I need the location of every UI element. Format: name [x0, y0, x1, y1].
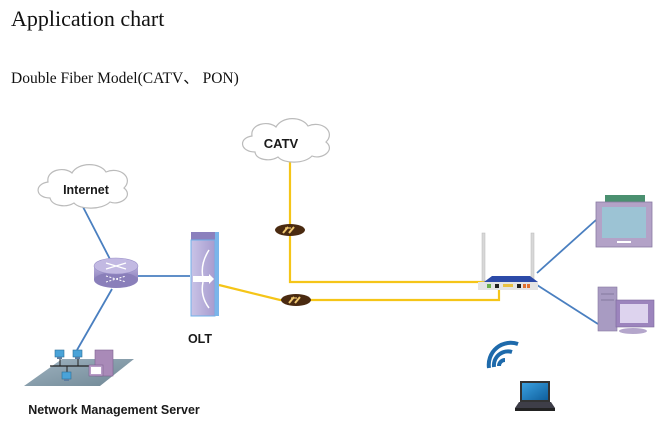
router-icon: [93, 257, 139, 288]
edge-catv-onu-fiber: [288, 160, 486, 284]
internet-cloud: Internet: [37, 164, 129, 209]
olt-label: OLT: [188, 332, 212, 346]
lan-pc-icon: [72, 349, 83, 359]
router[interactable]: [93, 257, 139, 288]
lan-pc-icon: [54, 349, 65, 359]
cloud-icon: [242, 118, 331, 163]
internet-label: Internet: [63, 183, 110, 197]
network-management-server[interactable]: Network Management Server: [24, 349, 200, 417]
tv-icon: [595, 195, 653, 248]
laptop-icon: [515, 381, 555, 411]
fiber-connector-icon: [281, 294, 311, 306]
lan-pc-icon: [61, 371, 72, 381]
server-tower-icon: [88, 349, 114, 377]
onu-router[interactable]: [478, 232, 538, 290]
edge-onu-tv: [536, 219, 597, 274]
network-lan-icon: [24, 349, 134, 386]
page-title: Application chart: [11, 6, 165, 31]
olt-device[interactable]: OLT: [188, 232, 219, 346]
tv[interactable]: [595, 195, 653, 248]
edge-olt-onu-fiber: [218, 283, 501, 302]
catv-cloud: CATV: [242, 118, 331, 163]
edge-router-nms: [76, 288, 113, 351]
desktop-pc[interactable]: [597, 286, 655, 334]
cloud-icon: [37, 164, 129, 209]
page-subtitle: Double Fiber Model(CATV、 PON): [11, 70, 239, 87]
edge-internet-router: [81, 204, 114, 266]
desktop-pc-icon: [597, 286, 655, 334]
wifi-signal: [486, 340, 519, 369]
onu-wifi-router-icon: [478, 232, 538, 290]
olt-switch-icon: [190, 232, 219, 317]
nms-label: Network Management Server: [28, 403, 200, 417]
catv-label: CATV: [264, 136, 299, 151]
laptop[interactable]: [515, 381, 555, 411]
pon-fiber-connector: [281, 294, 311, 306]
wifi-signal-icon: [486, 340, 519, 369]
fiber-connector-icon: [275, 224, 305, 236]
edge-onu-pc: [536, 284, 599, 325]
catv-fiber-connector: [275, 224, 305, 236]
